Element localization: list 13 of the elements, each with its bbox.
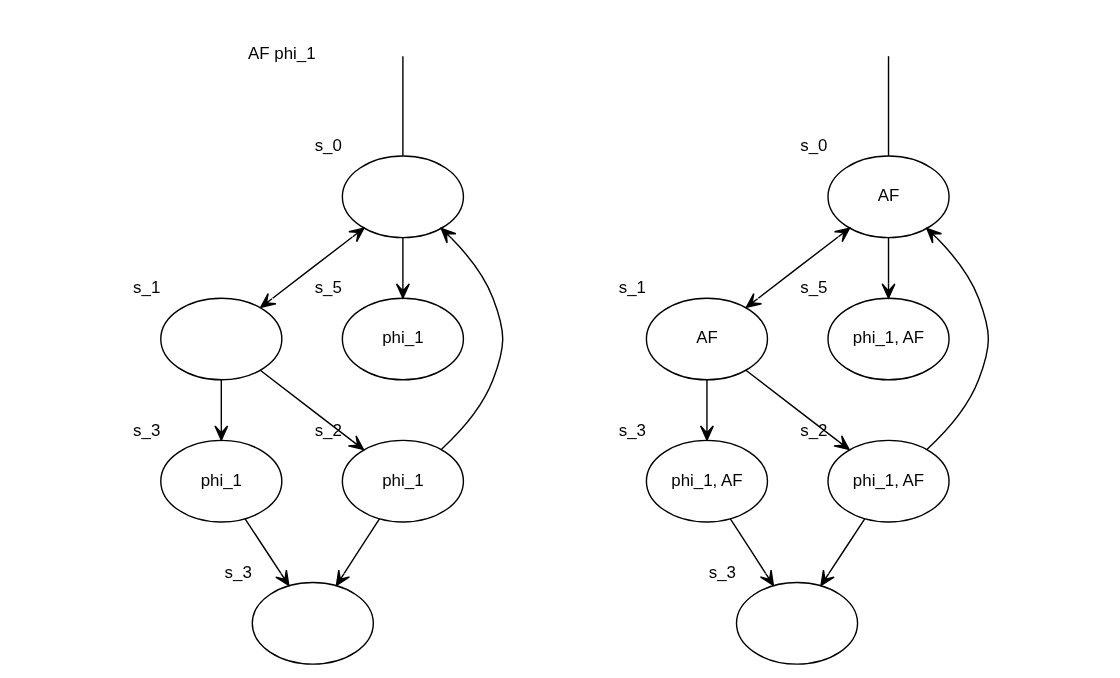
label: AF phi_1	[247, 44, 316, 64]
node-label: s_3	[708, 562, 736, 582]
node-label: s_5	[314, 278, 342, 298]
node-label: s_0	[314, 136, 342, 156]
node-label: s_2	[799, 420, 828, 440]
node-label: s_0	[799, 136, 828, 156]
node-label: s_3	[132, 420, 160, 440]
node-label: s_3	[224, 562, 252, 582]
node-label: s_3	[618, 420, 646, 440]
node-label: s_1	[618, 278, 646, 298]
node-label: s_1	[132, 278, 160, 298]
node-label: s_2	[314, 420, 342, 440]
node-label: s_5	[799, 278, 828, 298]
